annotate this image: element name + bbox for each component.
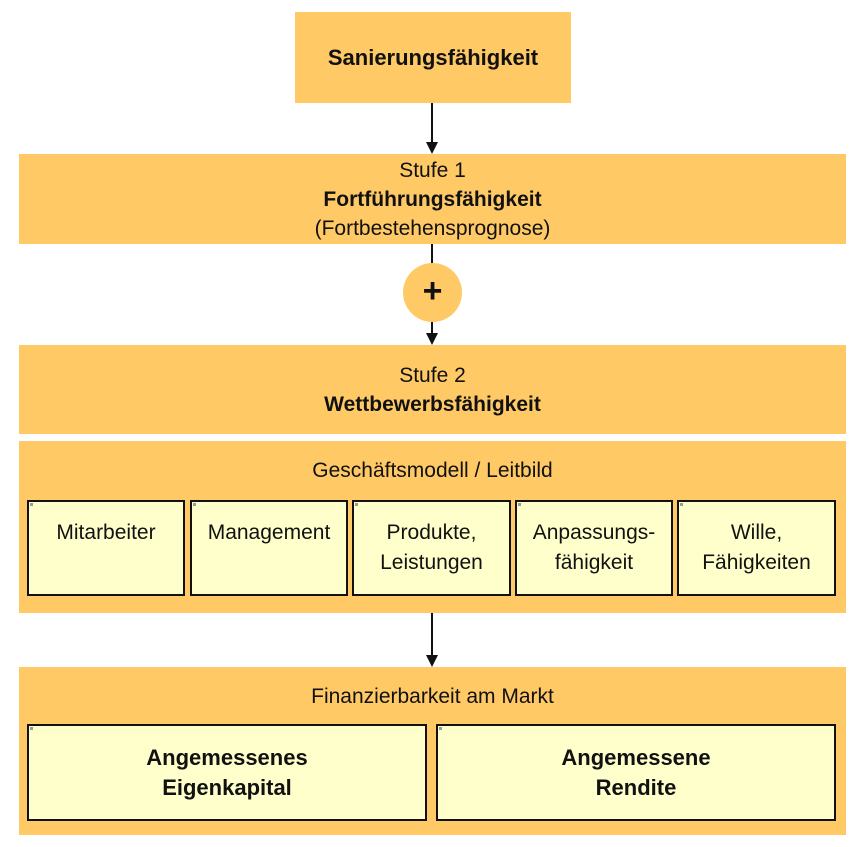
factor-line1: Anpassungs- xyxy=(532,521,656,544)
corner-mark xyxy=(680,503,683,506)
factor-box-management: Management xyxy=(190,500,348,596)
factor-line2: fähigkeit xyxy=(554,551,634,574)
finance-box-eigenkapital: Angemessenes Eigenkapital xyxy=(27,724,427,821)
factor-box-mitarbeiter: Mitarbeiter xyxy=(27,500,185,596)
arrowhead-1 xyxy=(426,142,438,154)
arrow-line-1 xyxy=(431,103,433,143)
corner-mark xyxy=(518,503,521,506)
corner-mark xyxy=(30,503,33,506)
finance-line1: Angemessenes xyxy=(146,744,308,770)
arrow-line-3 xyxy=(431,613,433,656)
stufe1-band: Stufe 1 Fortführungsfähigkeit (Fortbeste… xyxy=(19,154,846,244)
stufe2-title: Wettbewerbsfähigkeit xyxy=(324,392,541,416)
finanzierbarkeit-panel: Finanzierbarkeit am Markt Angemessenes E… xyxy=(19,667,846,835)
sanierungsfaehigkeit-title: Sanierungsfähigkeit xyxy=(327,44,539,70)
stufe2-band: Stufe 2 Wettbewerbsfähigkeit xyxy=(19,345,846,434)
finance-line2: Eigenkapital xyxy=(162,774,292,800)
stufe2-label: Stufe 2 xyxy=(399,363,466,387)
arrow-line-2a xyxy=(431,244,433,264)
corner-mark xyxy=(439,727,442,730)
factor-box-anpassung: Anpassungs- fähigkeit xyxy=(515,500,673,596)
factor-line1: Wille, xyxy=(730,521,783,544)
factor-box-wille: Wille, Fähigkeiten xyxy=(677,500,836,596)
factor-box-produkte: Produkte, Leistungen xyxy=(352,500,511,596)
arrowhead-3 xyxy=(426,655,438,667)
corner-mark xyxy=(30,727,33,730)
finance-line2: Rendite xyxy=(595,774,677,800)
arrow-line-2b xyxy=(431,322,433,334)
finance-line1: Angemessene xyxy=(561,744,711,770)
factor-line1: Management xyxy=(207,521,331,544)
geschaeftsmodell-panel: Geschäftsmodell / Leitbild Mitarbeiter M… xyxy=(19,441,846,613)
plus-icon: + xyxy=(422,272,443,310)
corner-mark xyxy=(355,503,358,506)
stufe1-subtitle: (Fortbestehensprognose) xyxy=(314,216,551,240)
factor-line2: Fähigkeiten xyxy=(702,551,811,574)
corner-mark xyxy=(193,503,196,506)
sanierungsfaehigkeit-box: Sanierungsfähigkeit xyxy=(295,12,571,103)
geschaeftsmodell-title: Geschäftsmodell / Leitbild xyxy=(312,459,553,482)
plus-circle: + xyxy=(403,263,462,322)
arrowhead-2 xyxy=(426,333,438,345)
finance-box-rendite: Angemessene Rendite xyxy=(436,724,836,821)
finanzierbarkeit-title: Finanzierbarkeit am Markt xyxy=(311,685,554,708)
stufe1-title: Fortführungsfähigkeit xyxy=(323,187,542,211)
factor-line1: Produkte, xyxy=(386,521,477,544)
factor-line1: Mitarbeiter xyxy=(56,521,156,544)
stufe1-label: Stufe 1 xyxy=(399,158,466,182)
factor-line2: Leistungen xyxy=(380,551,483,574)
